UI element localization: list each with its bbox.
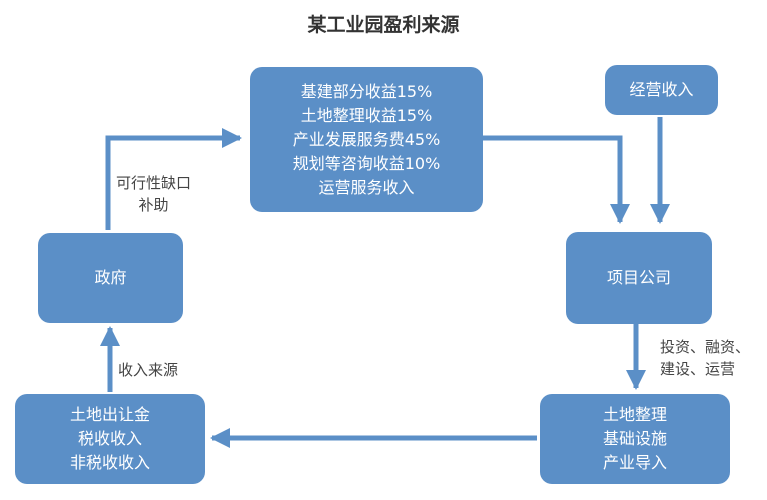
operating-income-box: 经营收入 — [605, 65, 718, 115]
arrow-revenue-to-project-company — [483, 135, 630, 224]
gov-subsidy-line-2: 补助 — [138, 196, 169, 214]
land-dev-line-2: 基础设施 — [602, 429, 667, 448]
land-development-box: 土地整理 基础设施 产业导入 — [540, 394, 730, 484]
investment-line-2: 建设、运营 — [660, 360, 736, 378]
government-label: 政府 — [94, 268, 127, 287]
gov-subsidy-line-1: 可行性缺口 — [116, 174, 192, 192]
project-company-label: 项目公司 — [606, 268, 671, 287]
land-income-box: 土地出让金 税收收入 非税收收入 — [15, 394, 205, 484]
revenue-line-4: 规划等咨询收益10% — [292, 153, 441, 173]
revenue-line-1: 基建部分收益15% — [300, 81, 433, 101]
gov-subsidy-label: 可行性缺口 补助 — [116, 172, 191, 216]
diagram-title: 某工业园盈利来源 — [307, 14, 460, 36]
project-company-box: 项目公司 — [566, 232, 712, 324]
revenue-sources-box: 基建部分收益15% 土地整理收益15% 产业发展服务费45% 规划等咨询收益10… — [250, 67, 483, 212]
arrow-government-to-revenue — [105, 128, 242, 230]
income-source-text: 收入来源 — [118, 361, 179, 379]
income-source-label: 收入来源 — [118, 359, 178, 381]
revenue-line-3: 产业发展服务费45% — [292, 129, 441, 149]
land-income-line-1: 土地出让金 — [69, 405, 150, 424]
operating-income-label: 经营收入 — [629, 80, 694, 99]
investment-line-1: 投资、融资、 — [660, 338, 751, 356]
land-income-line-3: 非税收收入 — [69, 453, 150, 472]
revenue-line-2: 土地整理收益15% — [300, 105, 433, 125]
land-dev-line-3: 产业导入 — [602, 453, 667, 472]
land-income-line-2: 税收收入 — [77, 429, 142, 448]
government-box: 政府 — [38, 233, 183, 323]
land-dev-line-1: 土地整理 — [602, 405, 667, 424]
revenue-line-5: 运营服务收入 — [318, 177, 415, 197]
investment-label: 投资、融资、 建设、运营 — [660, 336, 750, 380]
